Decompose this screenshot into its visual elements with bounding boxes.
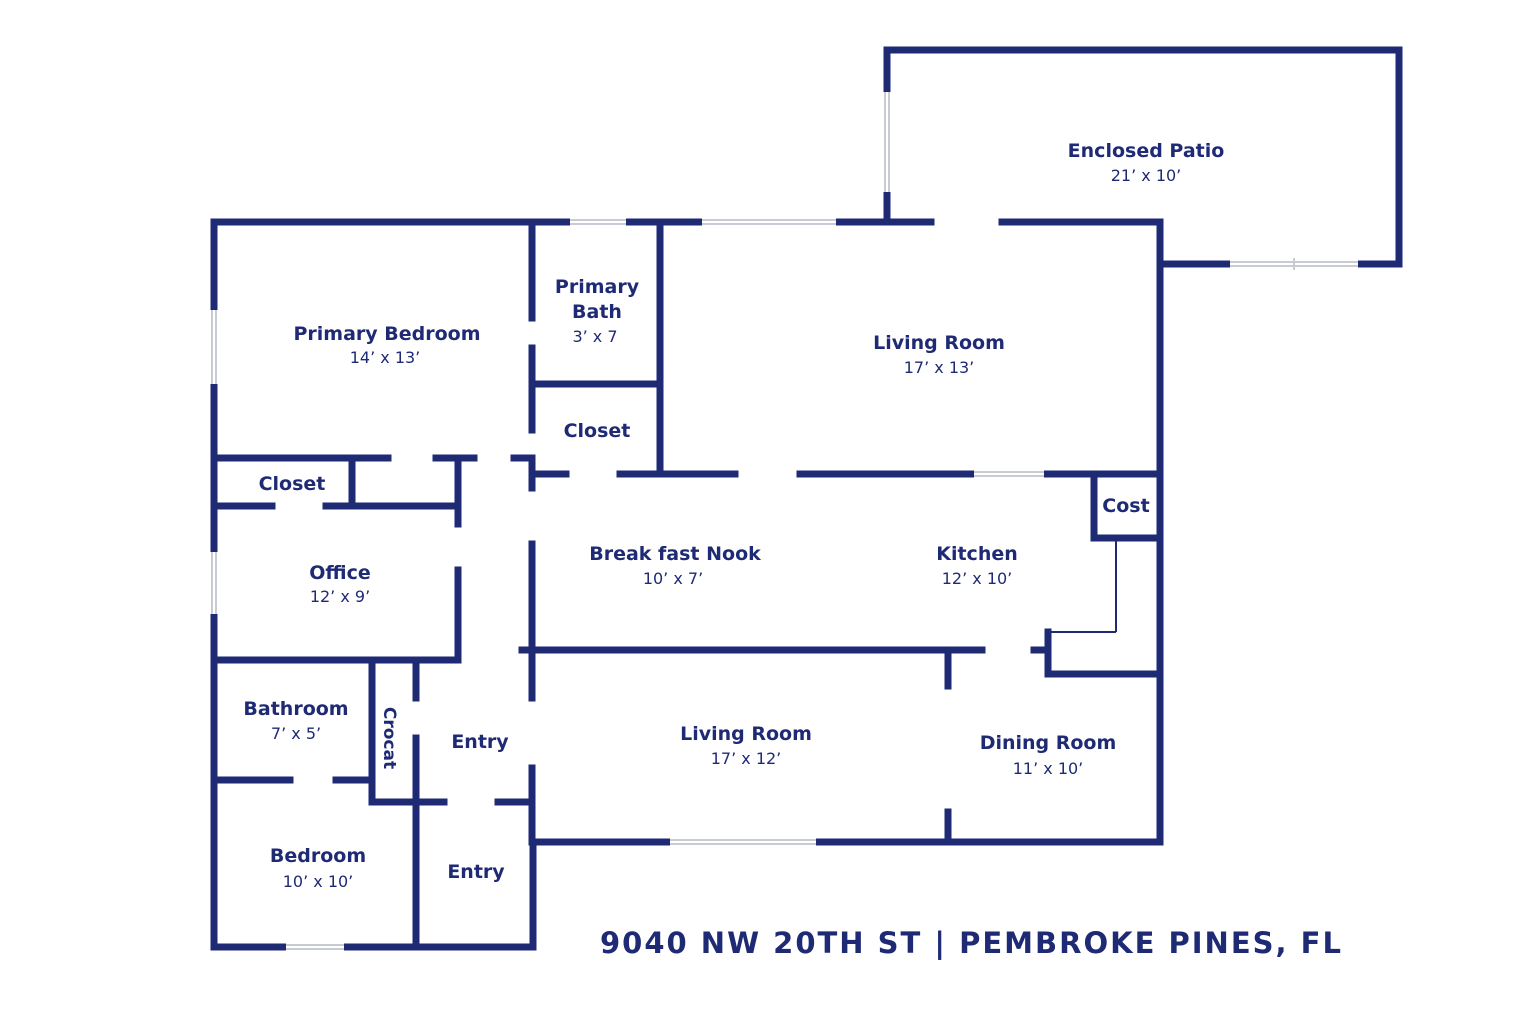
primary-bath-label-line2: Bath bbox=[572, 301, 622, 323]
living-room-top-label: Living Room bbox=[873, 332, 1005, 354]
living-room-top-dims: 17’ x 13’ bbox=[904, 358, 975, 377]
closet-left-label: Closet bbox=[259, 473, 326, 495]
living-room-bottom-label: Living Room bbox=[680, 723, 812, 745]
bathroom-dims: 7’ x 5’ bbox=[271, 724, 321, 743]
property-address: 9040 NW 20TH ST | PEMBROKE PINES, FL bbox=[600, 926, 1343, 960]
primary-bath-label-line1: Primary bbox=[555, 276, 640, 298]
dining-room-label: Dining Room bbox=[980, 732, 1117, 754]
breakfast-nook-dims: 10’ x 7’ bbox=[643, 569, 703, 588]
primary-bath-dims: 3’ x 7 bbox=[572, 327, 617, 346]
walls bbox=[210, 46, 1403, 951]
office-label: Office bbox=[309, 562, 371, 584]
crocat-label: Crocat bbox=[379, 707, 399, 769]
enclosed-patio-label: Enclosed Patio bbox=[1068, 140, 1225, 162]
entry-mid-label: Entry bbox=[451, 731, 509, 753]
bathroom-label: Bathroom bbox=[243, 698, 348, 720]
kitchen-label: Kitchen bbox=[936, 543, 1018, 565]
dining-room-dims: 11’ x 10’ bbox=[1013, 759, 1084, 778]
entry-bottom-label: Entry bbox=[447, 861, 505, 883]
primary-bedroom-dims: 14’ x 13’ bbox=[350, 348, 421, 367]
cost-label: Cost bbox=[1102, 495, 1149, 517]
room-labels: Enclosed Patio 21’ x 10’ Primary Bedroom… bbox=[243, 140, 1224, 891]
bedroom-label: Bedroom bbox=[270, 845, 366, 867]
breakfast-nook-label: Break fast Nook bbox=[589, 543, 761, 565]
kitchen-dims: 12’ x 10’ bbox=[942, 569, 1013, 588]
closet-bath-label: Closet bbox=[564, 420, 631, 442]
bedroom-dims: 10’ x 10’ bbox=[283, 872, 354, 891]
living-room-bottom-dims: 17’ x 12’ bbox=[711, 749, 782, 768]
office-dims: 12’ x 9’ bbox=[310, 587, 370, 606]
primary-bedroom-label: Primary Bedroom bbox=[293, 323, 480, 345]
windows bbox=[210, 92, 1358, 951]
enclosed-patio-dims: 21’ x 10’ bbox=[1111, 166, 1182, 185]
